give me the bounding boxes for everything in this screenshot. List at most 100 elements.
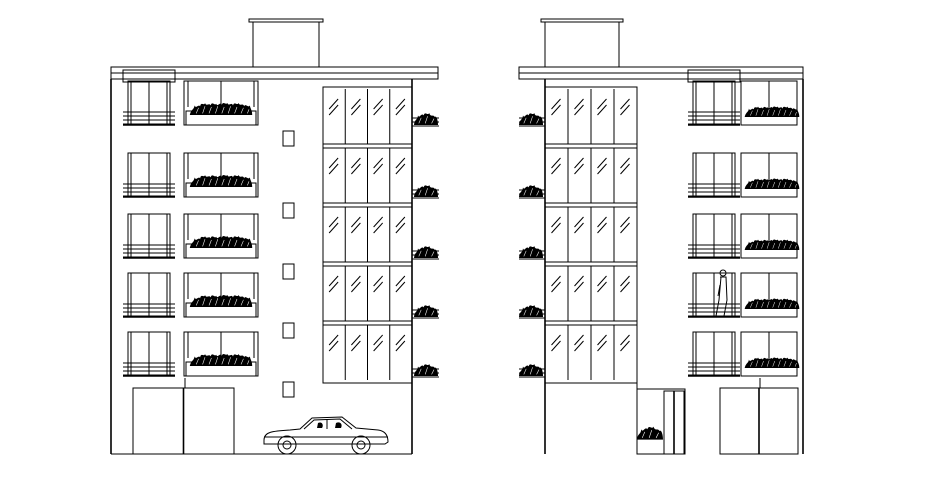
planter-plants <box>519 184 543 197</box>
balcony-rail-column <box>688 80 740 377</box>
glass-reflection <box>328 216 339 228</box>
glass-reflection <box>373 163 383 175</box>
glass-reflection <box>373 281 383 293</box>
glass-reflection <box>351 275 361 287</box>
glass-reflection <box>551 334 561 346</box>
glass-reflection <box>551 275 561 287</box>
car <box>263 416 389 455</box>
right-elevation <box>518 18 804 455</box>
glass-reflection <box>351 334 361 346</box>
planter-bay-right <box>740 80 800 377</box>
glass-reflection <box>351 281 361 293</box>
glass-reflection <box>373 157 383 169</box>
planter-plants <box>637 426 663 441</box>
glass-reflection <box>597 157 607 169</box>
planter-plants <box>414 112 438 125</box>
curtain-wall <box>322 86 413 384</box>
grilled-gate-left <box>132 387 235 455</box>
glass-reflection <box>597 281 607 293</box>
glass-reflection <box>574 281 584 293</box>
glass-reflection <box>351 157 361 169</box>
curtain-wall-frame <box>322 86 413 384</box>
glass-reflection <box>328 104 339 116</box>
curtain-wall-frame <box>544 86 638 384</box>
glass-reflection <box>574 163 584 175</box>
glass-reflection <box>574 222 584 234</box>
planter-plants <box>744 239 800 250</box>
glass-reflection <box>351 163 361 175</box>
glass-reflection <box>395 340 406 352</box>
planter-plants <box>189 294 253 307</box>
car-hub <box>282 440 292 450</box>
person-head <box>719 269 727 277</box>
car-window-line <box>303 418 353 430</box>
planter-plants <box>189 353 253 366</box>
glass-reflection <box>551 216 561 228</box>
glass-reflection <box>551 281 561 293</box>
glass-reflection <box>351 216 361 228</box>
glass-reflection <box>620 157 630 169</box>
glass-reflection <box>351 222 361 234</box>
glass-reflection <box>373 222 383 234</box>
glass-reflection <box>620 275 630 287</box>
glass-reflection <box>395 163 406 175</box>
small-window <box>282 263 295 280</box>
glass-reflection <box>551 98 561 110</box>
glass-reflection <box>328 222 339 234</box>
planter-plants <box>744 298 800 309</box>
glass-reflection <box>597 340 607 352</box>
glass-reflection <box>597 334 607 346</box>
glass-reflection <box>373 334 383 346</box>
planter-plants <box>519 245 543 258</box>
planter-plants <box>744 106 800 117</box>
planter-plants <box>414 304 438 317</box>
glass-reflection <box>395 334 406 346</box>
car-wheel-rear <box>351 435 371 455</box>
planter-plants <box>189 102 253 115</box>
left-elevation <box>110 18 439 455</box>
glass-reflection <box>597 104 607 116</box>
side-balcony <box>411 112 439 382</box>
car-wheel-front <box>277 435 297 455</box>
glass-reflection <box>620 222 630 234</box>
glass-reflection <box>328 334 339 346</box>
glass-reflection <box>597 222 607 234</box>
glass-reflection <box>620 163 630 175</box>
glass-reflection <box>395 222 406 234</box>
glass-reflection <box>328 281 339 293</box>
glass-reflection <box>395 98 406 110</box>
glass-reflection <box>328 157 339 169</box>
glass-reflection <box>351 98 361 110</box>
column-cap <box>122 69 176 83</box>
glass-reflection <box>620 98 630 110</box>
glass-reflection <box>551 222 561 234</box>
planter-plants <box>414 184 438 197</box>
small-window <box>282 130 295 147</box>
glass-reflection <box>574 340 584 352</box>
glass-reflection <box>328 275 339 287</box>
small-window <box>282 381 295 398</box>
planter-plants <box>519 112 543 125</box>
entrance-grille <box>663 390 685 455</box>
glass-reflection <box>328 340 339 352</box>
car-occupants <box>317 422 342 428</box>
planter-plants <box>414 245 438 258</box>
person <box>715 269 728 317</box>
small-window <box>282 202 295 219</box>
glass-reflection <box>551 157 561 169</box>
car-body <box>263 416 389 445</box>
glass-reflection <box>395 104 406 116</box>
glass-reflection <box>620 281 630 293</box>
glass-reflection <box>620 334 630 346</box>
planter-plants <box>744 178 800 189</box>
glass-reflection <box>551 104 561 116</box>
stair-headroom <box>252 21 320 68</box>
person-body <box>715 276 728 317</box>
balcony-rail-column <box>123 80 175 377</box>
car-hub <box>356 440 366 450</box>
glass-reflection <box>351 104 361 116</box>
planter-plants <box>189 174 253 187</box>
glass-reflection <box>574 104 584 116</box>
glass-reflection <box>373 104 383 116</box>
